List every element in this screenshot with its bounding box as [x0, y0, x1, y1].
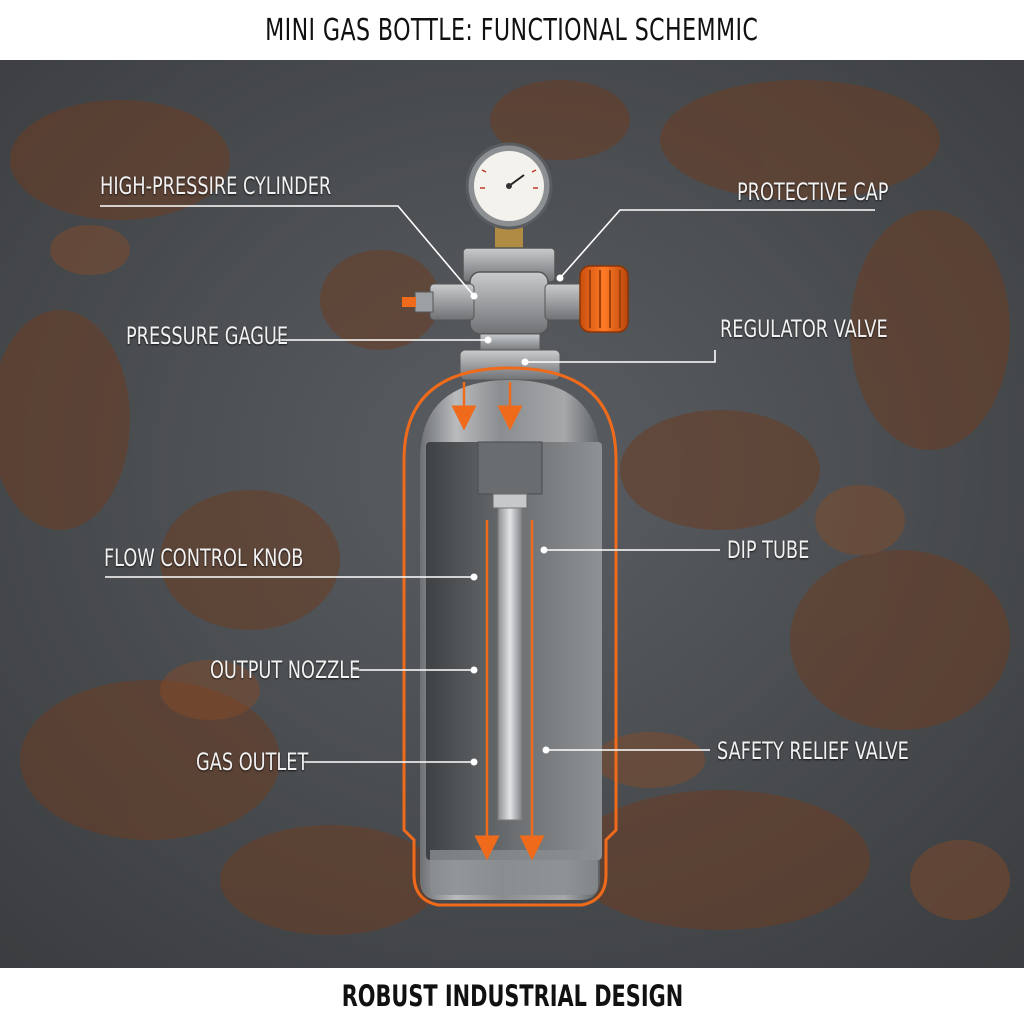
leader-lines [100, 205, 875, 763]
diagram-board: HIGH-PRESSIRE CYLINDER PROTECTIVE CAP PR… [0, 60, 1024, 968]
label-protective-cap: PROTECTIVE CAP [737, 178, 889, 206]
footer-band: ROBUST INDUSTRIAL DESIGN [0, 968, 1024, 1024]
flow-arrows [451, 382, 545, 861]
diagram-footer: ROBUST INDUSTRIAL DESIGN [341, 979, 683, 1013]
label-gas-outlet: GAS OUTLET [196, 748, 309, 776]
label-output-nozzle: OUTPUT NOZZLE [210, 656, 361, 684]
cylinder-outline [402, 366, 618, 907]
leader-dots [470, 274, 564, 766]
label-safety-relief-valve: SAFETY RELIEF VALVE [717, 737, 909, 765]
diagram-title: MINI GAS BOTTLE: FUNCTIONAL SCHEMMIC [265, 12, 759, 48]
cylinder-body [402, 366, 618, 907]
rust-patches [0, 80, 1010, 935]
protective-cap [579, 265, 629, 333]
schematic-illustration [0, 60, 1024, 968]
label-pressure-gauge: PRESSURE GAGUE [126, 322, 289, 350]
label-flow-control-knob: FLOW CONTROL KNOB [104, 544, 304, 572]
label-dip-tube: DIP TUBE [727, 536, 810, 564]
label-regulator-valve: REGULATOR VALVE [720, 315, 888, 343]
dip-tube [497, 507, 523, 821]
title-band: MINI GAS BOTTLE: FUNCTIONAL SCHEMMIC [0, 0, 1024, 60]
valve-assembly [402, 247, 629, 381]
pressure-gauge [465, 142, 553, 248]
label-high-pressure-cylinder: HIGH-PRESSIRE CYLINDER [100, 172, 332, 200]
